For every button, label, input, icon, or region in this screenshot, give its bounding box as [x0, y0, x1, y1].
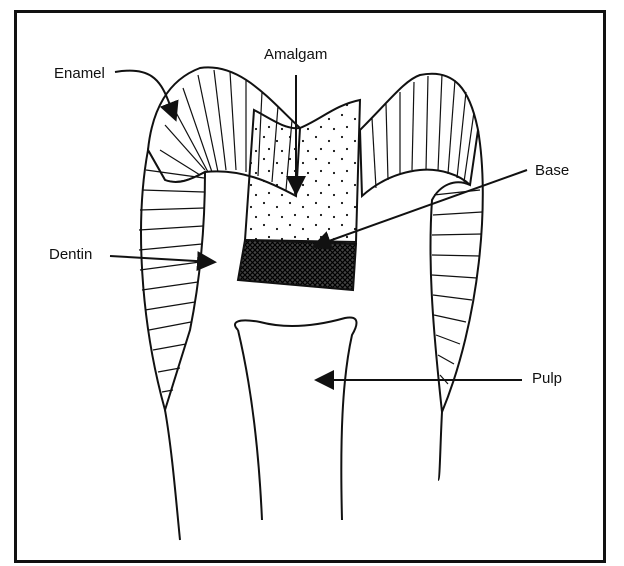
label-base: Base: [535, 162, 569, 179]
base-layer: [238, 240, 356, 290]
enamel-side-left: [139, 150, 205, 410]
label-amalgam: Amalgam: [264, 46, 327, 63]
label-pulp: Pulp: [532, 370, 562, 387]
label-enamel: Enamel: [54, 65, 105, 82]
tooth-roots: [165, 410, 442, 540]
enamel-right: [360, 74, 480, 196]
label-dentin: Dentin: [49, 246, 92, 263]
amalgam-filling: [245, 100, 360, 242]
pulp-outline: [235, 317, 357, 520]
